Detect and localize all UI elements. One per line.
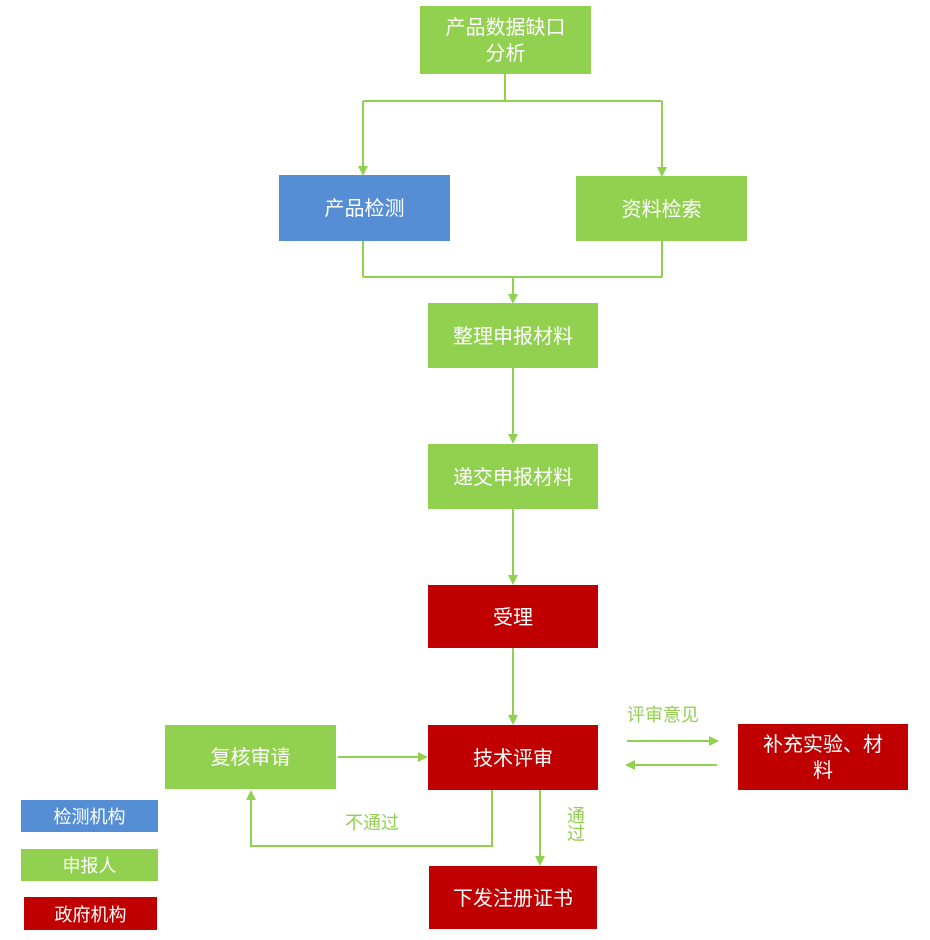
node-gap-analysis: 产品数据缺口 分析	[420, 6, 591, 74]
node-issue-certificate: 下发注册证书	[429, 866, 597, 929]
node-product-testing: 产品检测	[279, 175, 450, 241]
label-passed: 通过	[564, 806, 585, 842]
edge-not-passed	[246, 790, 493, 847]
node-reapply: 复核审请	[165, 725, 336, 789]
node-acceptance: 受理	[428, 585, 598, 648]
legend-applicant: 申报人	[21, 849, 158, 881]
node-supplement: 补充实验、材 料	[738, 724, 908, 790]
node-organize-materials: 整理申报材料	[428, 303, 598, 368]
node-literature-search: 资料检索	[576, 176, 747, 241]
label-review-opinion: 评审意见	[627, 705, 699, 726]
label-not-passed: 不通过	[345, 813, 399, 834]
node-technical-review: 技术评审	[428, 725, 598, 790]
legend-government: 政府机构	[24, 897, 157, 930]
legend-testing-agency: 检测机构	[21, 800, 158, 832]
node-submit-materials: 递交申报材料	[428, 444, 598, 509]
